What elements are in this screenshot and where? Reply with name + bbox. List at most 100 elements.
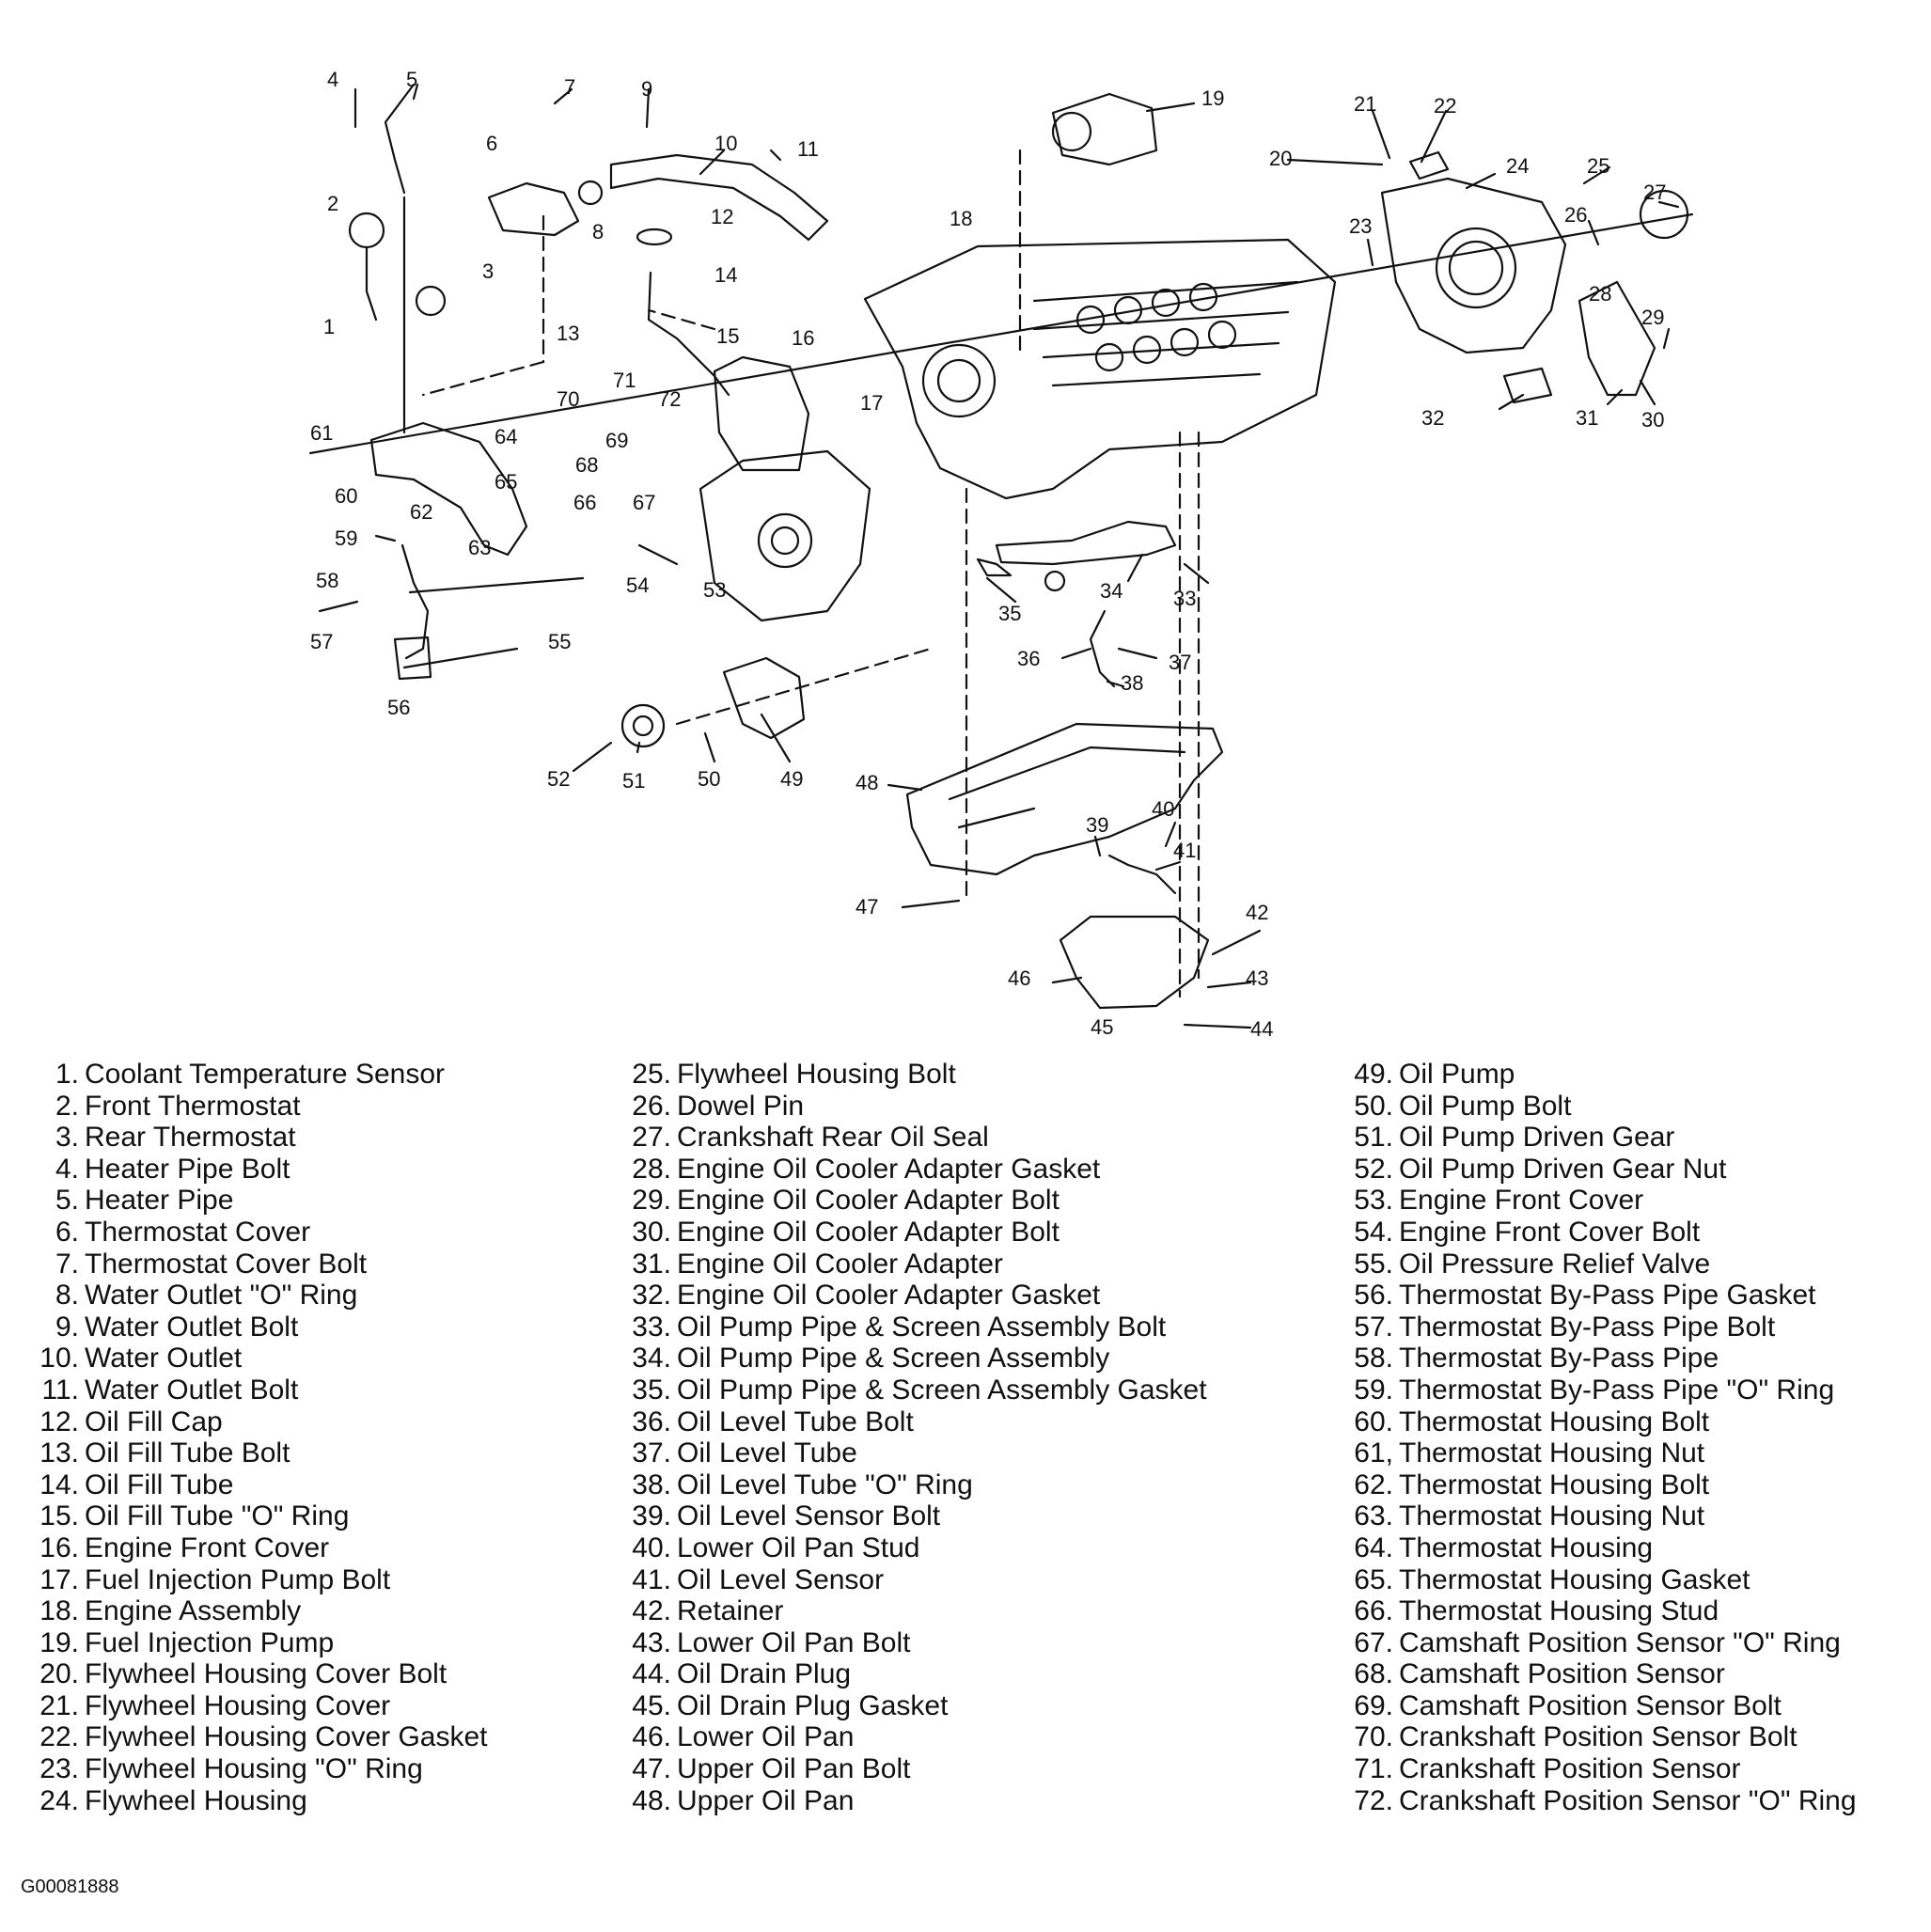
callout-49: 49: [780, 767, 803, 791]
callout-52: 52: [547, 767, 570, 791]
callout-30: 30: [1641, 408, 1664, 432]
legend-item: 18.Engine Assembly: [26, 1595, 488, 1627]
legend-item-label: Engine Oil Cooler Adapter Bolt: [677, 1185, 1060, 1217]
legend-item: 34.Oil Pump Pipe & Screen Assembly: [619, 1343, 1207, 1374]
legend-item-number: 27.: [632, 1122, 671, 1154]
callout-7: 7: [564, 75, 575, 99]
bypass-pipe-drawing: [400, 543, 430, 660]
legend-item: 23.Flywheel Housing "O" Ring: [26, 1753, 488, 1785]
legend-item-number: 59.: [1354, 1374, 1393, 1406]
legend-item-label: Thermostat Housing Nut: [1399, 1437, 1705, 1469]
legend-item-label: Crankshaft Position Sensor "O" Ring: [1399, 1784, 1857, 1816]
legend-item: 50.Oil Pump Bolt: [1341, 1091, 1857, 1123]
legend-item-number: 30.: [632, 1216, 671, 1248]
legend-item-label: Front Thermostat: [85, 1090, 301, 1122]
legend-item: 37.Oil Level Tube: [619, 1437, 1207, 1469]
legend-item: 66.Thermostat Housing Stud: [1341, 1595, 1857, 1627]
legend-item: 6.Thermostat Cover: [26, 1217, 488, 1249]
callout-9: 9: [641, 77, 652, 101]
legend-item-label: Camshaft Position Sensor "O" Ring: [1399, 1626, 1841, 1658]
legend-item-number: 71.: [1354, 1753, 1393, 1785]
legend-item: 55.Oil Pressure Relief Valve: [1341, 1249, 1857, 1280]
legend-item: 72.Crankshaft Position Sensor "O" Ring: [1341, 1784, 1857, 1817]
legend-item-label: Water Outlet "O" Ring: [85, 1280, 358, 1312]
thermostat-housing-drawing: [369, 421, 528, 557]
legend-item-label: Oil Level Tube "O" Ring: [677, 1469, 973, 1500]
legend-item-number: 52.: [1354, 1153, 1393, 1185]
legend-item: 51.Oil Pump Driven Gear: [1341, 1122, 1857, 1154]
legend-item-label: Crankshaft Position Sensor: [1399, 1753, 1741, 1785]
legend-item-number: 24.: [39, 1784, 79, 1816]
legend-item-label: Dowel Pin: [677, 1090, 805, 1122]
legend-item-label: Thermostat Cover Bolt: [85, 1248, 368, 1280]
legend-item: 19.Fuel Injection Pump: [26, 1627, 488, 1659]
legend-item-number: 56.: [1354, 1280, 1393, 1312]
legend-item: 14.Oil Fill Tube: [26, 1469, 488, 1501]
legend-item-label: Oil Level Sensor Bolt: [677, 1500, 941, 1532]
callout-36: 36: [1017, 647, 1040, 670]
legend-item: 21.Flywheel Housing Cover: [26, 1690, 488, 1722]
legend-item: 59.Thermostat By-Pass Pipe "O" Ring: [1341, 1374, 1857, 1406]
callout-3: 3: [482, 259, 494, 283]
callout-55: 55: [548, 630, 571, 653]
callout-28: 28: [1589, 282, 1611, 306]
callout-10: 10: [714, 132, 737, 155]
legend-item-label: Fuel Injection Pump: [85, 1626, 335, 1658]
legend-item-number: 1.: [55, 1059, 79, 1090]
legend-item: 22.Flywheel Housing Cover Gasket: [26, 1721, 487, 1753]
callout-22: 22: [1434, 94, 1456, 118]
legend-item-number: 17.: [39, 1563, 79, 1595]
legend-item: 3.Rear Thermostat: [26, 1122, 488, 1154]
legend-item-number: 8.: [55, 1280, 79, 1312]
legend-item-label: Flywheel Housing Bolt: [677, 1059, 956, 1090]
callout-58: 58: [316, 569, 338, 592]
legend-item: 68.Camshaft Position Sensor: [1341, 1658, 1857, 1690]
legend-item-label: Camshaft Position Sensor Bolt: [1399, 1689, 1782, 1721]
legend-item: 20.Flywheel Housing Cover Bolt: [26, 1658, 488, 1690]
legend-item-number: 65.: [1354, 1563, 1393, 1595]
legend-item: 1.Coolant Temperature Sensor: [26, 1059, 488, 1091]
callout-14: 14: [714, 263, 737, 287]
legend-item-number: 22.: [39, 1721, 79, 1753]
callout-5: 5: [406, 68, 417, 91]
legend-item-label: Heater Pipe Bolt: [85, 1153, 290, 1185]
legend-item-number: 10.: [39, 1343, 79, 1374]
legend-item-number: 31.: [632, 1248, 671, 1280]
legend-item: 62.Thermostat Housing Bolt: [1341, 1469, 1857, 1501]
legend-item-label: Crankshaft Rear Oil Seal: [677, 1122, 989, 1154]
callout-39: 39: [1086, 813, 1108, 837]
legend-item-number: 14.: [39, 1469, 79, 1500]
legend-item: 26.Dowel Pin: [619, 1091, 1207, 1123]
callout-56: 56: [387, 696, 410, 719]
callout-35: 35: [998, 602, 1021, 625]
legend-item-number: 53.: [1354, 1185, 1393, 1217]
fuel-injection-pump-drawing: [1051, 92, 1158, 166]
callout-63: 63: [468, 536, 491, 559]
callout-53: 53: [703, 578, 726, 602]
legend-item-label: Crankshaft Position Sensor Bolt: [1399, 1721, 1798, 1753]
callout-61: 61: [310, 421, 333, 445]
legend-item-label: Heater Pipe: [85, 1185, 234, 1217]
callout-50: 50: [698, 767, 720, 791]
legend-item: 40.Lower Oil Pan Stud: [619, 1532, 1207, 1564]
callout-12: 12: [711, 205, 733, 228]
legend-item: 7.Thermostat Cover Bolt: [26, 1249, 488, 1280]
legend-item-number: 66.: [1354, 1595, 1393, 1627]
legend-item-number: 19.: [39, 1626, 79, 1658]
legend-item-label: Oil Level Sensor: [677, 1563, 885, 1595]
legend-item: 49.Oil Pump: [1341, 1059, 1857, 1091]
callout-62: 62: [410, 500, 432, 524]
callout-31: 31: [1576, 406, 1598, 430]
legend-item-label: Engine Oil Cooler Adapter Gasket: [677, 1280, 1101, 1312]
legend-item-number: 50.: [1354, 1090, 1393, 1122]
legend-item-label: Water Outlet Bolt: [85, 1311, 299, 1343]
legend-item-label: Flywheel Housing Cover: [85, 1689, 391, 1721]
legend-item: 58.Thermostat By-Pass Pipe: [1341, 1343, 1857, 1374]
engine-block-drawing: [863, 238, 1337, 500]
legend-item: 9.Water Outlet Bolt: [26, 1312, 488, 1343]
legend-item-label: Thermostat By-Pass Pipe Bolt: [1399, 1311, 1776, 1343]
legend-item-number: 37.: [632, 1437, 671, 1469]
legend-item: 35.Oil Pump Pipe & Screen Assembly Gaske…: [619, 1374, 1206, 1406]
